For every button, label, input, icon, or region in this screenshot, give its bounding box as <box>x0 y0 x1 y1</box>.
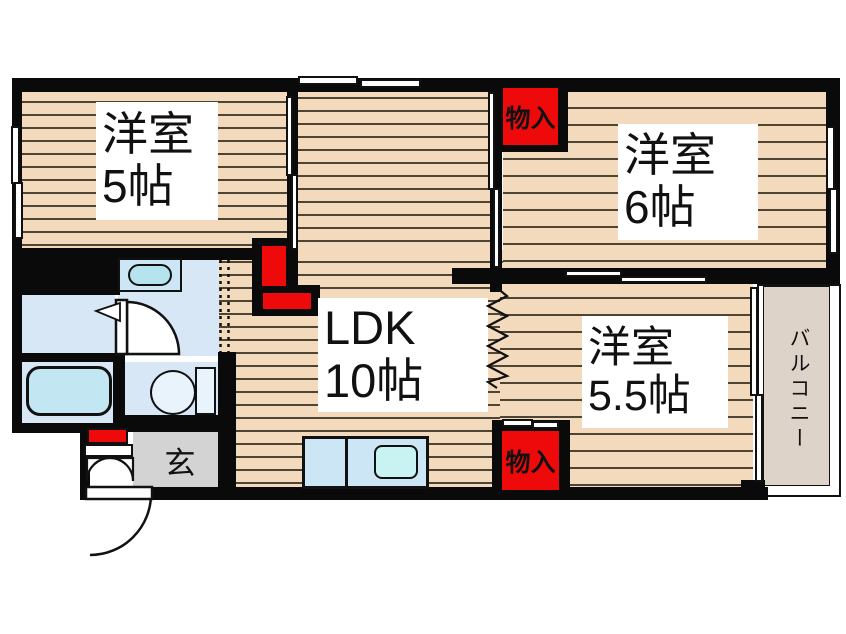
window <box>826 126 835 190</box>
room5-size: 5帖 <box>102 160 174 212</box>
balcony-window <box>755 394 763 482</box>
window <box>829 188 838 254</box>
sliding-door <box>291 174 298 250</box>
window <box>14 182 23 239</box>
window <box>11 126 20 184</box>
wall <box>12 353 125 362</box>
ldk-size: 10帖 <box>324 354 424 407</box>
room5-name: 洋室 <box>102 108 194 161</box>
ldk-upper-floor <box>296 86 492 252</box>
sliding-door <box>565 270 622 277</box>
utility-counter-red <box>262 246 286 286</box>
laundry-room-floor <box>22 295 115 353</box>
window <box>298 76 358 85</box>
window <box>360 79 421 88</box>
shoe-cabinet-door-arc-right <box>109 456 135 482</box>
room55-label: 洋室 5.5帖 <box>582 316 728 428</box>
bathtub <box>26 366 112 416</box>
wall <box>113 353 125 432</box>
sliding-door <box>488 92 495 190</box>
balcony-label: バルコニー <box>787 326 810 452</box>
wall <box>113 415 236 432</box>
ldk-name: LDK <box>324 301 416 355</box>
sliding-door <box>502 419 533 427</box>
shoe-cabinet-top <box>87 428 128 444</box>
room55-size: 5.5帖 <box>588 372 691 420</box>
storage-top-label: 物入 <box>505 104 556 133</box>
wall <box>12 78 840 92</box>
wall <box>80 428 90 500</box>
ldk-label: LDK 10帖 <box>318 298 488 412</box>
room6-name: 洋室 <box>624 129 716 182</box>
wall <box>218 352 236 492</box>
wall <box>12 423 120 433</box>
shoe-cabinet <box>84 444 133 457</box>
entrance-label: 玄 <box>164 445 196 481</box>
balcony-deck <box>763 286 830 486</box>
room5-label: 洋室 5帖 <box>96 102 218 220</box>
wall <box>741 480 765 497</box>
sliding-door <box>620 276 707 283</box>
sliding-door <box>532 421 559 429</box>
kitchen-sink <box>374 445 418 479</box>
wall <box>80 487 768 500</box>
storage-top: 物入 <box>503 88 558 145</box>
utility-counter-red <box>263 293 311 309</box>
storage-bottom-label: 物入 <box>505 448 556 477</box>
shoe-cabinet-door-arc-left <box>85 456 111 482</box>
wall <box>12 248 120 295</box>
room6-size: 6帖 <box>624 181 696 233</box>
toilet-tank <box>195 367 216 415</box>
toilet-bowl <box>150 370 196 415</box>
kitchen-counter-left <box>302 436 348 489</box>
wash-basin-bowl <box>128 264 172 286</box>
balcony-window <box>750 287 758 396</box>
storage-bottom: 物入 <box>502 431 559 490</box>
sliding-door <box>286 96 293 176</box>
entrance-floor <box>133 430 225 488</box>
entrance-door-swing-arc <box>89 493 153 557</box>
sliding-door <box>493 188 500 268</box>
room6-label: 洋室 6帖 <box>618 124 758 240</box>
room55-name: 洋室 <box>588 323 674 372</box>
